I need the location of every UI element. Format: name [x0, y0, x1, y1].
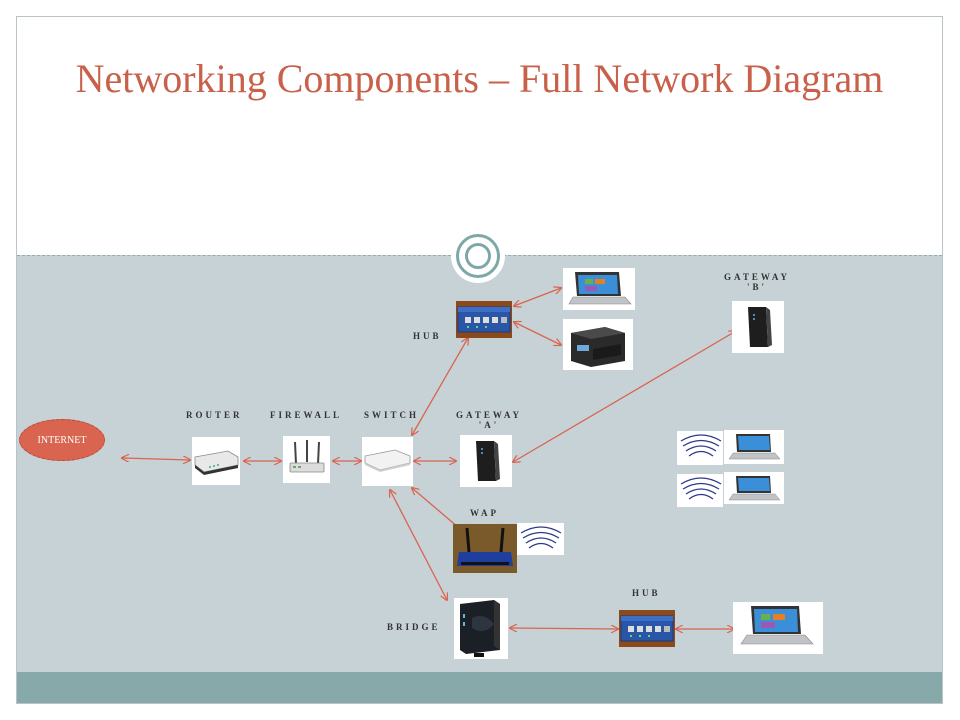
label-bridge: BRIDGE: [387, 622, 441, 632]
laptop-icon: [563, 268, 635, 310]
decorative-circle-icon: [451, 229, 505, 283]
switch-icon: [362, 437, 413, 486]
slide-title: Networking Components – Full Network Dia…: [75, 56, 884, 101]
printer-icon: [563, 319, 633, 370]
label-gateway-a: GATEWAY 'A': [456, 410, 523, 430]
hub-bottom-icon: [619, 610, 675, 647]
wifi-signal-icon: [677, 474, 723, 507]
label-wap: WAP: [470, 508, 499, 518]
router-icon: [192, 437, 240, 485]
label-router: ROUTER: [186, 410, 243, 420]
label-hub-bottom: HUB: [632, 588, 661, 598]
label-hub-top: HUB: [413, 331, 442, 341]
wifi-signal-icon: [677, 431, 723, 465]
link-internet-router: [122, 458, 190, 460]
gateway-a-icon: [460, 435, 512, 487]
link-switch-hub-top: [412, 338, 468, 435]
wireless-access-point-icon: [453, 524, 517, 573]
gateway-b-icon: [732, 301, 784, 353]
bridge-icon: [454, 598, 508, 659]
hub-top-icon: [456, 301, 512, 338]
firewall-icon: [283, 436, 330, 483]
laptop-icon: [724, 472, 784, 504]
link-gateway-a-gateway-b: [513, 331, 736, 462]
title-area: Networking Components – Full Network Dia…: [17, 17, 942, 255]
link-hub-printer: [514, 322, 561, 345]
link-switch-bridge: [390, 490, 447, 600]
footer-bar: [17, 672, 942, 703]
wifi-signal-icon: [517, 523, 564, 555]
label-firewall: FIREWALL: [270, 410, 343, 420]
laptop-icon: [733, 602, 823, 654]
link-hub-laptop: [514, 288, 561, 306]
laptop-icon: [724, 430, 784, 464]
link-bridge-hub-bottom: [510, 628, 618, 629]
label-switch: SWITCH: [364, 410, 420, 420]
label-gateway-b: GATEWAY 'B': [724, 272, 791, 292]
internet-node: INTERNET: [19, 419, 105, 461]
